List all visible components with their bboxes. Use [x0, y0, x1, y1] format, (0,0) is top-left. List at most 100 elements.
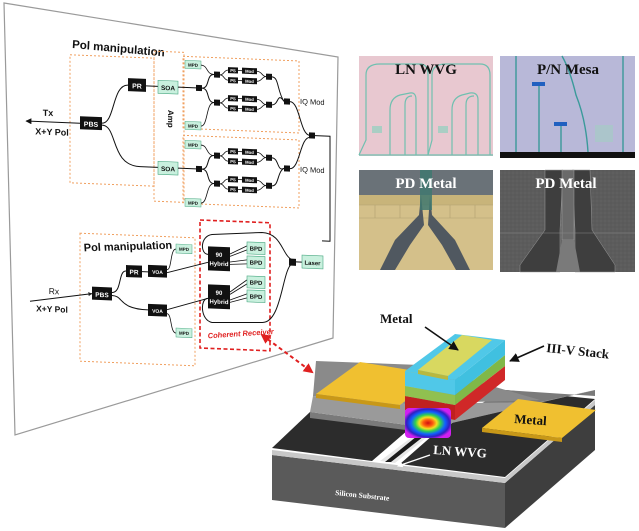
tx-combiner-node: [309, 132, 315, 139]
rx-voa-upper-label: VOA: [152, 270, 163, 276]
arm-merge: [256, 185, 267, 191]
hybrid-lower-line1: 90: [216, 291, 223, 297]
metal-top-pointer: [424, 326, 459, 351]
zoom-arrow: [260, 333, 314, 374]
tx-mpd-label: MPD: [188, 124, 199, 129]
lo-loop-lower: [202, 263, 293, 323]
combiner-node: [266, 182, 272, 189]
tx-mpd-label: MPD: [188, 63, 199, 68]
combiner-node: [266, 73, 272, 80]
ps-block: [228, 95, 238, 102]
iq-combiner-upper: [289, 101, 311, 136]
mod-label: Mod: [245, 107, 254, 112]
bpd-2: [246, 255, 266, 269]
mod-label: Mod: [245, 79, 254, 84]
rx-voa-upper: [148, 264, 167, 278]
splitter-node: [196, 84, 202, 92]
metal-top-label: Metal: [380, 311, 413, 326]
micrograph-pd-metal-optical: PD Metal: [359, 170, 493, 270]
mod-block: [242, 148, 257, 156]
amp-label: Amp: [166, 110, 175, 128]
bpd-3: [246, 275, 266, 289]
arm-merge: [256, 104, 267, 110]
rx-pbs-block: [92, 286, 112, 301]
micrograph-pn-mesa: P/N Mesa: [500, 55, 635, 158]
soa-link: [178, 167, 196, 170]
rx-input-line: [29, 292, 93, 302]
mpd-tap: [200, 144, 215, 156]
micrograph-label-ln-wvg: LN WVG: [395, 62, 457, 78]
laser-label: Laser: [304, 261, 321, 268]
splitter-node: [214, 152, 220, 159]
stack-red-side: [455, 366, 505, 420]
waveguide-pointer: [396, 454, 431, 468]
mpd-tap: [200, 183, 215, 204]
tx-pbs-label: PBS: [84, 121, 99, 129]
hybrid-lower: [208, 284, 230, 310]
ps-label: PS: [230, 96, 236, 101]
branch: [201, 155, 215, 170]
mod-block: [242, 105, 257, 113]
arm-merge: [256, 157, 267, 163]
rx-pbs-label: PBS: [95, 292, 109, 300]
hybrid-bpd-connections: [229, 245, 248, 303]
iq-merge: [271, 97, 285, 106]
mod-block: [242, 176, 257, 184]
stack-front-green: [405, 386, 455, 405]
schematic-panel: [3, 2, 339, 436]
tx-soa-upper-label: SOA: [161, 85, 175, 93]
rx-pol-box: [79, 232, 196, 367]
branch: [201, 74, 215, 89]
iq-mod-label-2: IQ Mod: [300, 165, 325, 175]
rx-voa-hybrid-upper: [166, 261, 209, 274]
arm: [219, 102, 229, 109]
scale-bar: [500, 152, 635, 158]
rx-voa-lower: [148, 303, 167, 317]
micrograph-label-pd-metal-2: PD Metal: [535, 176, 596, 192]
splitter-node: [214, 180, 220, 187]
rx-pr-block: [126, 265, 142, 278]
mod-block: [242, 67, 257, 75]
coherent-receiver-label: Coherent Receiver: [207, 327, 275, 340]
ps-block: [228, 186, 238, 193]
micrograph-label-pn-mesa: P/N Mesa: [537, 62, 600, 78]
mod-block: [242, 186, 257, 194]
iq-mod-box-1: [182, 55, 300, 134]
micrograph-ln-wvg: LN WVG: [358, 56, 493, 156]
oxide-layer: [272, 400, 595, 483]
bpd-4: [246, 289, 266, 303]
tx-output-line: [25, 118, 80, 125]
ps-block: [228, 176, 238, 183]
rx-voa-hybrid-lower: [166, 297, 209, 311]
combiner-node: [266, 101, 272, 108]
tx-pr-block: [128, 78, 146, 92]
branch: [201, 87, 215, 104]
iq-merge: [271, 167, 285, 187]
mod-label: Mod: [245, 160, 254, 165]
iq-mod-box-2: [182, 134, 300, 209]
bpd-line: [229, 245, 248, 255]
rx-mpd-upper: [175, 243, 193, 254]
ln-waveguide-core: [385, 432, 428, 462]
mod-label: Mod: [245, 150, 254, 155]
rx-splitter-node: [289, 258, 296, 266]
splitter-node: [214, 71, 220, 78]
silicon-substrate-front: [272, 455, 505, 528]
stack-pointer: [509, 345, 545, 362]
rx-mpd-tap-lower: [166, 313, 177, 334]
micrograph-pd-metal-sem: PD Metal: [500, 169, 635, 273]
bpd-label: BPD: [250, 260, 263, 267]
tx-label: Tx: [43, 108, 54, 118]
bpd-line: [229, 263, 248, 265]
rx-pol-label: X+Y Pol: [36, 303, 68, 314]
rx-pbs-lower-branch: [111, 294, 149, 311]
bpd-line: [229, 249, 248, 257]
combiner-node: [266, 154, 272, 161]
micrograph-label-pd-metal-1: PD Metal: [395, 176, 456, 192]
branch: [201, 168, 215, 185]
arm: [219, 74, 229, 81]
